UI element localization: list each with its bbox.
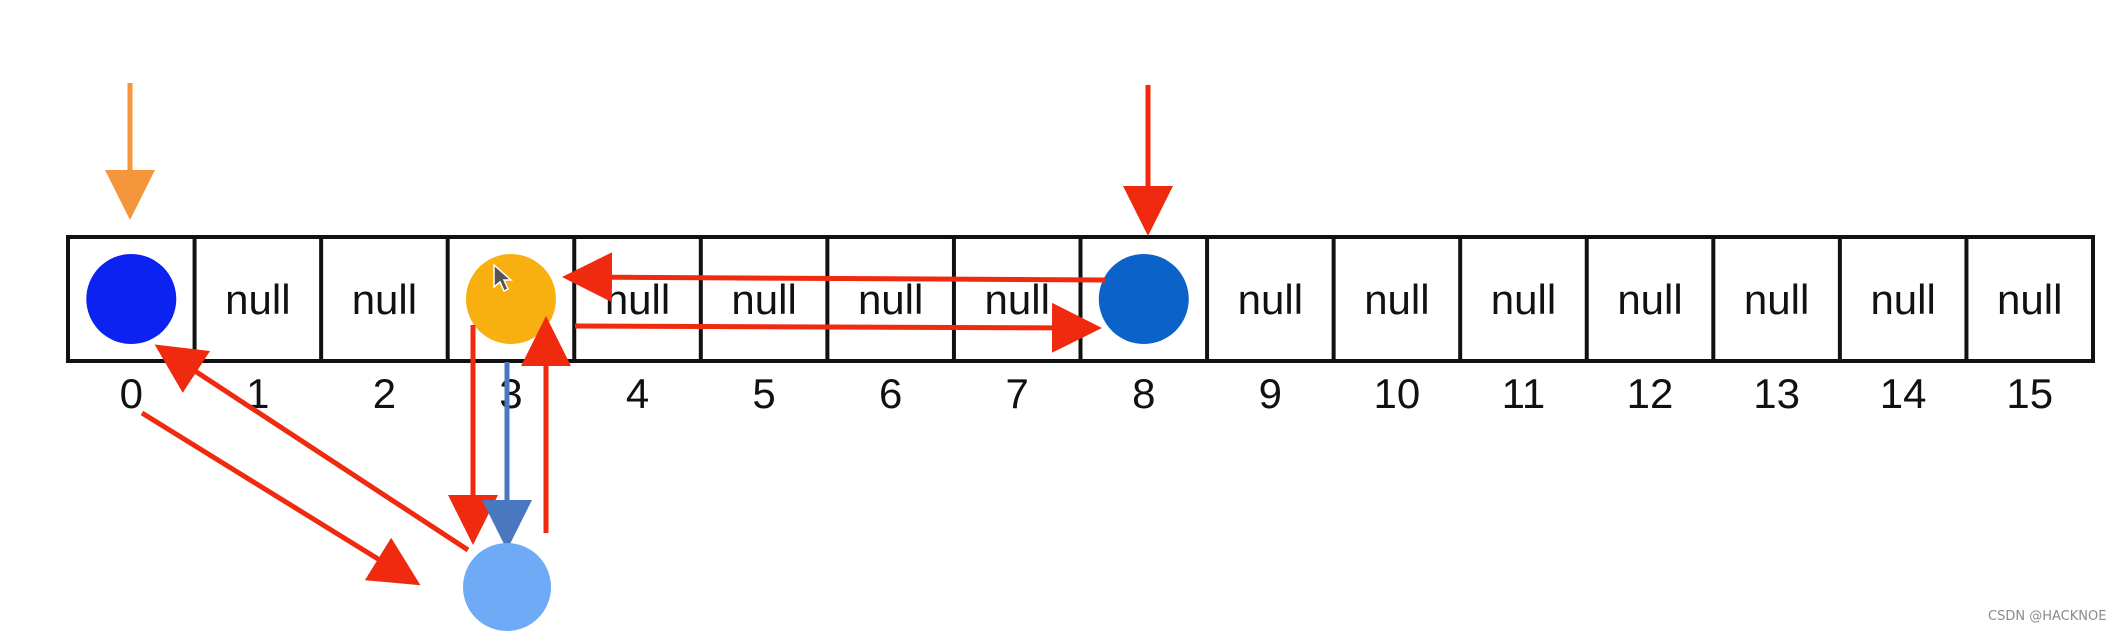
index-label-13: 13 — [1753, 370, 1800, 417]
index-label-1: 1 — [246, 370, 269, 417]
array-cell-10: null — [1331, 237, 1430, 361]
arrow-to-overflow-node — [140, 410, 421, 586]
index-label-11: 11 — [1502, 370, 1546, 417]
array-cell-0 — [86, 254, 177, 344]
array-cell-12: null — [1584, 237, 1683, 361]
index-label-12: 12 — [1627, 370, 1674, 417]
index-label-0: 0 — [120, 370, 143, 417]
index-label-6: 6 — [879, 370, 902, 417]
null-label: null — [225, 276, 290, 323]
null-label: null — [1491, 276, 1556, 323]
null-label: null — [1238, 276, 1303, 323]
null-label: null — [1617, 276, 1682, 323]
node-0 — [86, 254, 177, 344]
index-label-8: 8 — [1132, 370, 1155, 417]
index-label-7: 7 — [1006, 370, 1029, 417]
arrow-overflow-to-node0 — [154, 344, 470, 553]
array-cell-6: null — [825, 237, 923, 361]
array-cell-1: null — [192, 237, 291, 361]
null-label: null — [1364, 276, 1429, 323]
index-label-10: 10 — [1374, 370, 1421, 417]
array-cell-13: null — [1711, 237, 1809, 361]
null-label: null — [1744, 276, 1809, 323]
mouse-cursor-icon — [493, 263, 513, 293]
index-label-14: 14 — [1880, 370, 1927, 417]
null-label: null — [352, 276, 417, 323]
node-3 — [465, 254, 556, 344]
index-label-5: 5 — [752, 370, 775, 417]
arrows — [105, 83, 1173, 586]
array-cell-7: null — [951, 237, 1050, 361]
array-cell-14: null — [1837, 237, 1936, 361]
array-cell-15: null — [1964, 237, 2062, 361]
null-label: null — [605, 276, 670, 323]
arrow-node8-to-node3 — [562, 252, 1106, 303]
index-label-15: 15 — [2006, 370, 2053, 417]
overflow-node — [463, 543, 551, 631]
index-label-2: 2 — [373, 370, 396, 417]
watermark: CSDN @HACKNOE — [1988, 609, 2106, 624]
index-label-3: 3 — [499, 370, 522, 417]
array-cell-11: null — [1458, 237, 1556, 361]
node-8 — [1098, 254, 1189, 344]
array-cell-5: null — [698, 237, 797, 361]
null-label: null — [985, 276, 1050, 323]
array-cell-9: null — [1205, 237, 1303, 361]
null-label: null — [1997, 276, 2062, 323]
null-label: null — [1870, 276, 1935, 323]
null-label: null — [731, 276, 796, 323]
index-label-4: 4 — [626, 370, 649, 417]
index-label-9: 9 — [1259, 370, 1282, 417]
array-cell-2: null — [319, 237, 417, 361]
array-cells: null null null null null null null null null null… — [66, 235, 2095, 363]
arrow-node3-to-node8 — [574, 302, 1102, 353]
null-label: null — [858, 276, 923, 323]
